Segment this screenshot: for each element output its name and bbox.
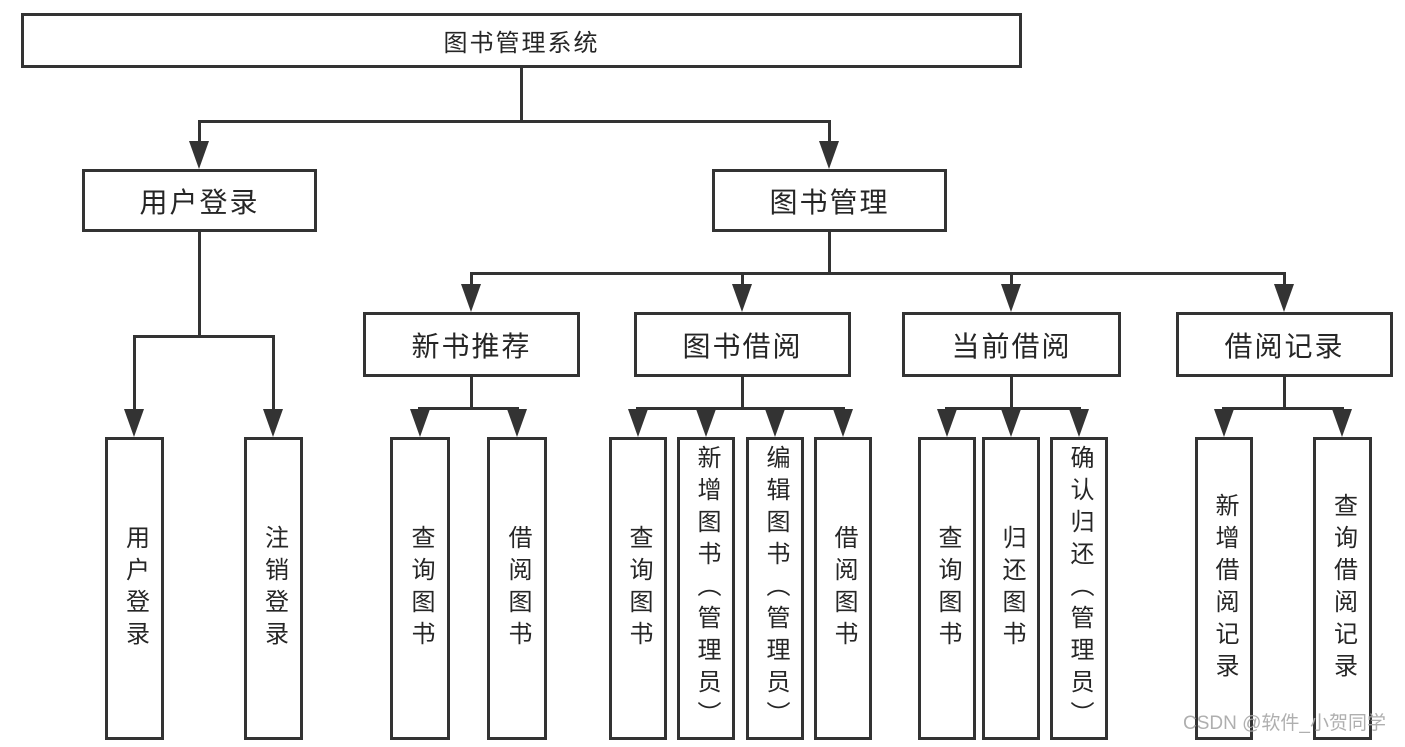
node-label: 借阅记录 xyxy=(1224,330,1345,362)
node-label: 借阅图书 xyxy=(830,524,857,653)
connector-stem-user-login xyxy=(198,120,201,144)
connector-arrowhead-bb-query xyxy=(628,409,648,437)
node-label: 图书管理系统 xyxy=(443,30,600,57)
connector-stem-leaf-login xyxy=(133,335,136,410)
connector-stem-borrowing-records xyxy=(1283,272,1286,288)
node-label: 查询图书 xyxy=(934,524,961,653)
node-leaf-add-borrow-record: 新增借阅记录 xyxy=(1195,437,1253,740)
node-label: 图书管理 xyxy=(769,186,890,218)
node-library-management-system: 图书管理系统 xyxy=(21,13,1022,68)
node-leaf-return-books: 归还图书 xyxy=(982,437,1040,740)
node-leaf-query-books-recommend: 查询图书 xyxy=(390,437,450,740)
csdn-watermark: CSDN @软件_小贺同学 xyxy=(1183,713,1386,734)
connector-borrowing-horizontal xyxy=(636,407,845,410)
connector-stem-book-borrowing xyxy=(741,272,744,288)
connector-stem-new-book xyxy=(470,272,473,288)
connector-arrowhead-cb-return xyxy=(1001,409,1021,437)
connector-current-vertical xyxy=(1010,377,1013,407)
node-label: 新书推荐 xyxy=(411,330,532,362)
connector-stem-leaf-logout xyxy=(272,335,275,410)
connector-userlogin-horizontal xyxy=(133,335,275,338)
connector-arrowhead-nb-query xyxy=(410,409,430,437)
node-label: 注销登录 xyxy=(260,524,288,653)
connector-bookmgmt-vertical xyxy=(828,232,831,272)
node-label: 编辑图书（管理员） xyxy=(762,444,789,733)
connector-arrowhead-book-management xyxy=(819,141,839,169)
connector-stem-book-management xyxy=(828,120,831,144)
node-book-management: 图书管理 xyxy=(712,169,947,232)
connector-current-horizontal xyxy=(945,407,1081,410)
connector-arrowhead-bb-borrow xyxy=(833,409,853,437)
connector-arrowhead-nb-borrow xyxy=(507,409,527,437)
connector-records-horizontal xyxy=(1222,407,1344,410)
connector-newbook-horizontal xyxy=(418,407,519,410)
node-book-borrowing: 图书借阅 xyxy=(634,312,851,377)
connector-arrowhead-current-borrowing xyxy=(1001,284,1021,312)
connector-newbook-vertical xyxy=(470,377,473,407)
node-borrowing-records: 借阅记录 xyxy=(1176,312,1393,377)
node-label: 用户登录 xyxy=(121,524,149,653)
node-leaf-query-borrow-record: 查询借阅记录 xyxy=(1313,437,1372,740)
connector-arrowhead-borrowing-records xyxy=(1274,284,1294,312)
connector-arrowhead-cb-confirm xyxy=(1069,409,1089,437)
node-leaf-borrow-books-borrowing: 借阅图书 xyxy=(814,437,872,740)
node-leaf-user-login: 用户登录 xyxy=(105,437,164,740)
node-label: 新增借阅记录 xyxy=(1211,492,1238,685)
node-leaf-query-books-current: 查询图书 xyxy=(918,437,976,740)
connector-arrowhead-br-query xyxy=(1332,409,1352,437)
node-user-login: 用户登录 xyxy=(82,169,317,232)
node-label: 查询借阅记录 xyxy=(1329,492,1357,685)
node-label: 新增图书（管理员） xyxy=(693,444,720,733)
node-label: 归还图书 xyxy=(998,524,1025,653)
connector-userlogin-vertical xyxy=(198,232,201,335)
connector-stem-current-borrowing xyxy=(1010,272,1013,288)
connector-records-vertical xyxy=(1283,377,1286,407)
connector-borrowing-vertical xyxy=(741,377,744,407)
node-leaf-borrow-books-recommend: 借阅图书 xyxy=(487,437,547,740)
node-current-borrowing: 当前借阅 xyxy=(902,312,1121,377)
connector-arrowhead-user-login xyxy=(189,141,209,169)
node-label: 查询图书 xyxy=(625,524,652,653)
node-label: 确认归还（管理员） xyxy=(1066,444,1093,733)
connector-arrowhead-br-add xyxy=(1214,409,1234,437)
connector-arrowhead-leaf-login xyxy=(124,409,144,437)
connector-arrowhead-cb-query xyxy=(937,409,957,437)
connector-root-vertical xyxy=(520,68,523,120)
connector-arrowhead-book-borrowing xyxy=(732,284,752,312)
node-label: 用户登录 xyxy=(139,186,260,218)
connector-arrowhead-bb-add xyxy=(696,409,716,437)
node-leaf-edit-book-admin: 编辑图书（管理员） xyxy=(746,437,804,740)
connector-arrowhead-leaf-logout xyxy=(263,409,283,437)
node-leaf-logout: 注销登录 xyxy=(244,437,303,740)
node-leaf-add-book-admin: 新增图书（管理员） xyxy=(677,437,735,740)
node-label: 当前借阅 xyxy=(951,330,1072,362)
node-new-book-recommendation: 新书推荐 xyxy=(363,312,580,377)
connector-bookmgmt-horizontal xyxy=(470,272,1286,275)
node-leaf-query-books-borrowing: 查询图书 xyxy=(609,437,667,740)
connector-arrowhead-new-book xyxy=(461,284,481,312)
connector-root-horizontal xyxy=(198,120,831,123)
node-label: 图书借阅 xyxy=(682,330,803,362)
node-leaf-confirm-return-admin: 确认归还（管理员） xyxy=(1050,437,1108,740)
connector-arrowhead-bb-edit xyxy=(765,409,785,437)
node-label: 借阅图书 xyxy=(504,524,531,653)
node-label: 查询图书 xyxy=(407,524,434,653)
